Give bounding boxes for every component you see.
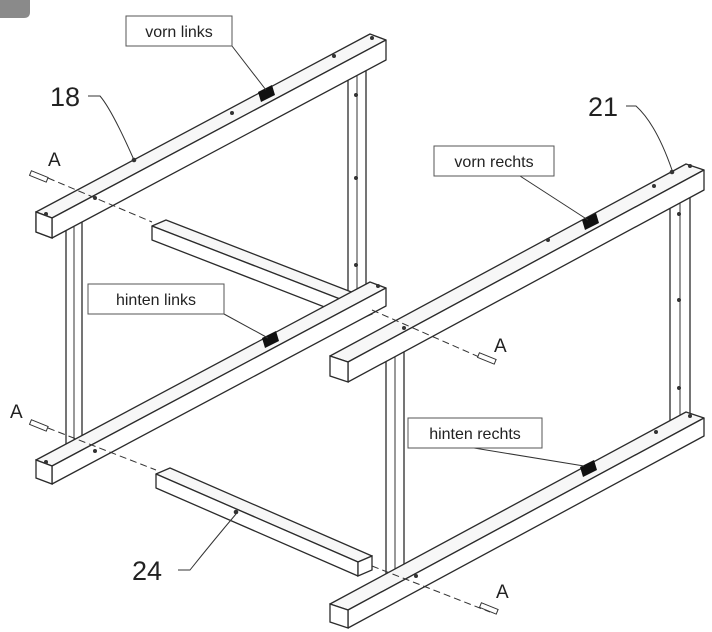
- part-number-24: 24: [132, 556, 162, 586]
- corner-tab: [0, 0, 30, 18]
- left-front-post: [65, 219, 83, 459]
- callout-part-24: 24: [132, 513, 237, 586]
- left-back-post: [347, 53, 367, 305]
- screw-icon: [28, 419, 49, 432]
- position-mark: [580, 460, 597, 477]
- axis-line: [371, 309, 487, 361]
- label-vorn-rechts: vorn rechts: [454, 154, 533, 171]
- bar-21-vorn-rechts: [329, 163, 705, 383]
- callout-part-21: 21: [588, 92, 673, 171]
- label-vorn-links: vorn links: [145, 24, 213, 41]
- label-hinten-links: hinten links: [116, 292, 196, 309]
- bar-hinten-links: [35, 281, 387, 485]
- screw-label-a: A: [494, 336, 507, 357]
- screw-label-a: A: [48, 150, 61, 171]
- right-front-post: [385, 337, 405, 589]
- part-number-18: 18: [50, 82, 80, 112]
- bar-hinten-rechts: [329, 411, 705, 629]
- screw-icon: [476, 352, 497, 365]
- callout-hinten-rechts: hinten rechts: [407, 417, 585, 467]
- screw-label-a: A: [496, 582, 509, 603]
- callout-part-18: 18: [50, 82, 135, 161]
- position-mark: [262, 331, 279, 348]
- bar-18-vorn-links: [35, 33, 387, 239]
- loose-cross-bar-24: [155, 467, 373, 577]
- position-mark: [582, 213, 599, 230]
- axis-line: [47, 427, 157, 471]
- part-number-21: 21: [588, 92, 618, 122]
- screw-icon: [28, 170, 49, 183]
- axis-line: [371, 565, 491, 613]
- right-back-post: [669, 179, 691, 427]
- axis-line: [47, 177, 153, 223]
- position-mark: [258, 85, 275, 102]
- label-hinten-rechts: hinten rechts: [429, 426, 521, 443]
- screw-label-a: A: [10, 402, 23, 423]
- callout-hinten-links: hinten links: [87, 283, 269, 339]
- screw-icon: [478, 602, 499, 615]
- callout-vorn-rechts: vorn rechts: [433, 145, 589, 221]
- callout-vorn-links: vorn links: [125, 15, 267, 91]
